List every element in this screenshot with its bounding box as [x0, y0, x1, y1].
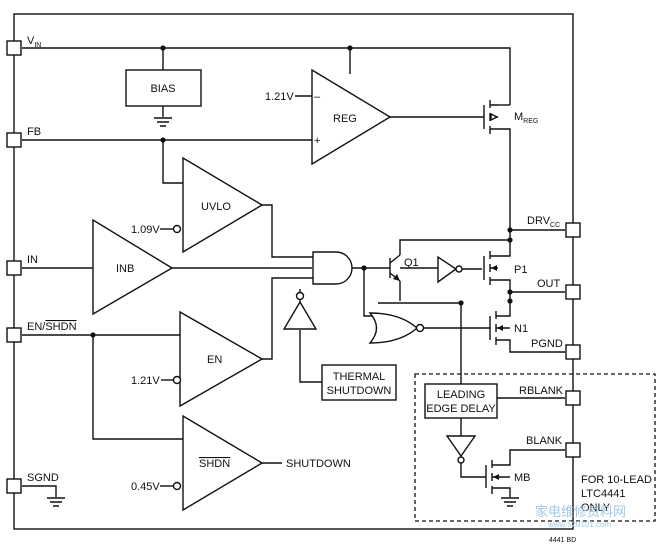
pin-drvcc [565, 222, 581, 238]
shdn-label: SHDN [199, 458, 230, 470]
pin-sgnd [6, 478, 22, 494]
shdn-ref-voltage: 0.45V [131, 481, 160, 493]
mb-driver-bubble [457, 456, 465, 464]
thermal-buffer [282, 300, 318, 330]
option-note-line-2: LTC4441 [581, 488, 625, 500]
pin-label-drvcc: DRVCC [527, 215, 560, 229]
inb-buffer [92, 218, 174, 316]
nor-gate-bubble [415, 323, 425, 333]
pin-label-sgnd: SGND [27, 472, 59, 484]
shdn-ref-terminal [172, 481, 182, 491]
shdn-comparator [182, 414, 264, 512]
pin-out [565, 284, 581, 300]
pin-label-out: OUT [537, 278, 561, 290]
p1-driver-inverter [437, 255, 458, 284]
option-region [414, 373, 656, 522]
pin-label-vin: VIN [27, 35, 41, 49]
q1-transistor [389, 254, 401, 282]
pin-fb [6, 132, 22, 148]
pin-boxes [6, 40, 581, 494]
sgnd-ground-icon [47, 497, 65, 507]
pin-label-pgnd: PGND [531, 338, 563, 350]
pin-in [6, 260, 22, 276]
en-ref-voltage: 1.21V [131, 375, 160, 387]
thermal-buffer-bubble [295, 291, 305, 301]
pin-en-shdn [6, 327, 22, 343]
uvlo-ref-terminal [172, 224, 182, 234]
watermark-text-2: www.520101.com [547, 520, 611, 529]
junctions [90, 45, 513, 338]
mb-transistor [485, 460, 510, 494]
p1-driver-bubble [455, 265, 463, 273]
watermark-text-1: 家电维修资料网 [535, 504, 626, 519]
thermal-shutdown-block [321, 364, 397, 401]
bias-label: BIAS [150, 83, 175, 95]
shutdown-signal-label: SHUTDOWN [286, 458, 351, 470]
mb-label: MB [514, 472, 531, 484]
and-gate [312, 251, 353, 285]
wires [22, 47, 565, 497]
n1-transistor [489, 311, 510, 345]
en-ref-terminal [172, 375, 182, 385]
reg-ref-voltage: 1.21V [265, 91, 294, 103]
bias-block [125, 69, 202, 107]
mb-ground-icon [501, 497, 519, 507]
en-comparator [179, 310, 264, 408]
leading-edge-delay-block [424, 383, 498, 419]
reg-label: REG [333, 113, 357, 125]
thermal-shutdown-label-2: SHUTDOWN [327, 385, 392, 397]
pin-label-blank: BLANK [526, 435, 563, 447]
p1-label: P1 [514, 264, 527, 276]
option-note-line-3: ONLY [581, 502, 611, 514]
uvlo-comparator [182, 156, 264, 254]
p1-transistor [483, 251, 498, 285]
thermal-shutdown-label-1: THERMAL [333, 371, 386, 383]
pin-rblank [565, 390, 581, 406]
reg-amplifier [311, 68, 392, 166]
pin-label-fb: FB [27, 126, 41, 138]
uvlo-ref-voltage: 1.09V [131, 224, 160, 236]
pin-label-en-shdn: EN/SHDN [27, 321, 77, 333]
nor-gate [368, 312, 419, 344]
pin-vin [6, 40, 22, 56]
uvlo-label: UVLO [201, 201, 231, 213]
mreg-transistor [483, 100, 499, 134]
pin-label-rblank: RBLANK [519, 385, 564, 397]
pin-label-in: IN [27, 254, 38, 266]
bias-ground-icon [154, 117, 172, 127]
n1-label: N1 [514, 323, 528, 335]
q1-label: Q1 [404, 257, 419, 269]
reg-plus-label: + [314, 135, 320, 147]
en-label: EN [207, 354, 222, 366]
mreg-label: MREG [514, 111, 538, 125]
option-note-line-1: FOR 10-LEAD [581, 474, 652, 486]
leading-edge-delay-label-2: EDGE DELAY [426, 403, 496, 415]
pin-pgnd [565, 344, 581, 360]
mb-driver-inverter [445, 435, 477, 458]
figure-id: 4441 BD [549, 537, 576, 544]
reg-minus-label: – [314, 91, 321, 103]
leading-edge-delay-label-1: LEADING [437, 389, 485, 401]
pin-blank [565, 442, 581, 458]
inb-label: INB [116, 263, 134, 275]
